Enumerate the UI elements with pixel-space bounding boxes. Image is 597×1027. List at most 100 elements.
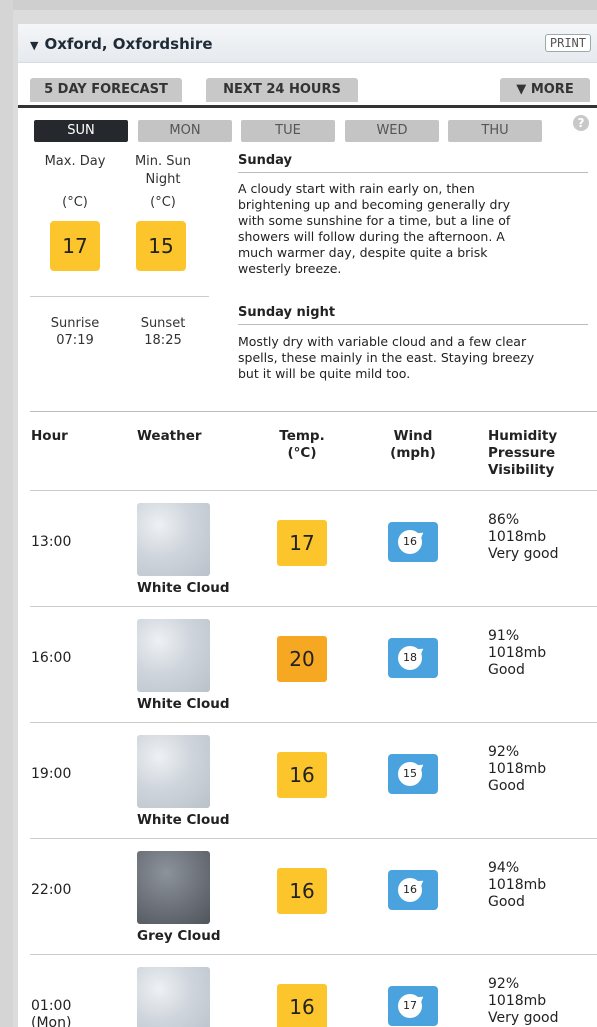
day-description: A cloudy start with rain early on, then … [238,181,593,277]
row-stats: 92% 1018mb Very good [488,976,559,1027]
row-hour: 13:00 [31,534,72,550]
wind-speed: 16 [398,530,422,554]
row-hour: 22:00 [31,882,72,898]
wind-speed: 15 [398,762,422,786]
section-divider [30,411,597,412]
row-divider [30,606,597,607]
table-row: 16:00 White Cloud 20 18 91% 1018mb Good [18,606,597,722]
row-hour: 19:00 [31,766,72,782]
pressure-value: 1018mb [488,645,547,661]
wind-speed: 18 [398,646,422,670]
row-hour: 01:00 (Mon) [31,998,71,1027]
header-temp-line1: Temp. [279,428,325,444]
forecast-panel: ▼ Oxford, Oxfordshire PRINT 5 DAY FORECAS… [18,24,597,1027]
day-heading: Sunday [238,153,293,168]
table-row: 13:00 White Cloud 17 16 86% 1018mb Very … [18,490,597,606]
grey-cloud-image [137,851,210,924]
weather-label: White Cloud [137,812,230,828]
white-cloud-image [137,619,210,692]
header-stats: Humidity Pressure Visibility [488,428,557,479]
temp-badge: 16 [277,868,327,914]
max-temp-badge: 17 [50,221,100,271]
humidity-value: 94% [488,860,520,876]
humidity-value: 91% [488,628,520,644]
table-row: 22:00 Grey Cloud 16 16 94% 1018mb Good [18,838,597,954]
table-row: 01:00 (Mon) 16 17 92% 1018mb Very good [18,954,597,1027]
location-name: Oxford, Oxfordshire [44,35,213,53]
header-pressure: Pressure [488,445,556,461]
min-night-label-2: Night [145,172,181,187]
night-text-line: spells, these mainly in the east. Stayin… [238,350,535,365]
day-text-line: much warmer day, despite quite a brisk [238,245,488,260]
header-hour: Hour [31,428,68,444]
print-button[interactable]: PRINT [544,34,591,52]
visibility-value: Good [488,662,525,678]
day-sun[interactable]: SUN [34,120,128,142]
pressure-value: 1018mb [488,761,547,777]
tab-next-24-hours[interactable]: NEXT 24 HOURS [206,78,358,102]
window-top-edge [0,0,597,10]
help-icon[interactable]: ? [573,115,589,131]
min-night-label-1: Min. Sun [134,154,192,169]
row-stats: 86% 1018mb Very good [488,512,559,563]
temp-badge: 16 [277,752,327,798]
night-description: Mostly dry with variable cloud and a few… [238,334,593,382]
min-temp-badge: 15 [136,221,186,271]
wind-direction-icon: 15 [388,754,438,794]
night-text-line: but it will be quite mild too. [238,366,411,381]
tab-5-day-forecast[interactable]: 5 DAY FORECAST [30,78,182,102]
day-thu[interactable]: THU [448,120,542,142]
summary-divider [30,296,209,297]
wind-direction-icon: 18 [388,638,438,678]
sunrise-label: Sunrise [50,316,100,331]
day-heading-rule [238,172,588,173]
max-day-label: Max. Day [44,154,106,169]
visibility-value: Very good [488,1010,559,1026]
day-text-line: A cloudy start with rain early on, then [238,181,475,196]
min-unit-label: (°C) [150,195,176,210]
collapse-triangle-icon[interactable]: ▼ [30,39,39,52]
temp-badge: 16 [277,984,327,1027]
day-text-line: brightening up and becoming generally dr… [238,197,510,212]
temp-badge: 17 [277,520,327,566]
location-title[interactable]: ▼ Oxford, Oxfordshire [30,35,213,53]
day-wed[interactable]: WED [345,120,439,142]
tab-more[interactable]: ▼ MORE [500,78,590,102]
weather-label: White Cloud [137,696,230,712]
sunset-label: Sunset [140,316,186,331]
day-tue[interactable]: TUE [241,120,335,142]
row-divider [30,954,597,955]
white-cloud-image [137,735,210,808]
day-text-line: westerly breeze. [238,261,342,276]
panel-header: ▼ Oxford, Oxfordshire PRINT [18,24,597,63]
pressure-value: 1018mb [488,993,547,1009]
forecast-tabs: 5 DAY FORECAST NEXT 24 HOURS ▼ MORE [18,63,597,108]
night-heading: Sunday night [238,305,336,320]
wind-speed: 17 [398,994,422,1018]
header-temp: Temp. (°C) [267,428,337,462]
temp-badge: 20 [277,636,327,682]
day-text-line: showers will follow during the afternoon… [238,229,505,244]
row-hour: 16:00 [31,650,72,666]
pressure-value: 1018mb [488,529,547,545]
row-divider [30,490,597,491]
header-temp-line2: (°C) [287,445,317,461]
row-hour-time: 01:00 [31,998,72,1014]
row-stats: 91% 1018mb Good [488,628,546,679]
night-heading-rule [238,324,588,325]
day-mon[interactable]: MON [138,120,232,142]
header-visibility: Visibility [488,462,555,478]
visibility-value: Good [488,894,525,910]
sunrise-time: 07:19 [56,333,94,348]
weather-label: White Cloud [137,580,230,596]
header-wind-line1: Wind [393,428,433,444]
day-text-line: with some sunshine for a time, but a lin… [238,213,511,228]
sunset-time: 18:25 [144,333,182,348]
visibility-value: Very good [488,546,559,562]
day-selector: SUN MON TUE WED THU ? [18,115,597,146]
night-text-line: Mostly dry with variable cloud and a few… [238,334,527,349]
row-divider [30,722,597,723]
pressure-value: 1018mb [488,877,547,893]
header-wind-line2: (mph) [390,445,436,461]
header-wind: Wind (mph) [378,428,448,462]
